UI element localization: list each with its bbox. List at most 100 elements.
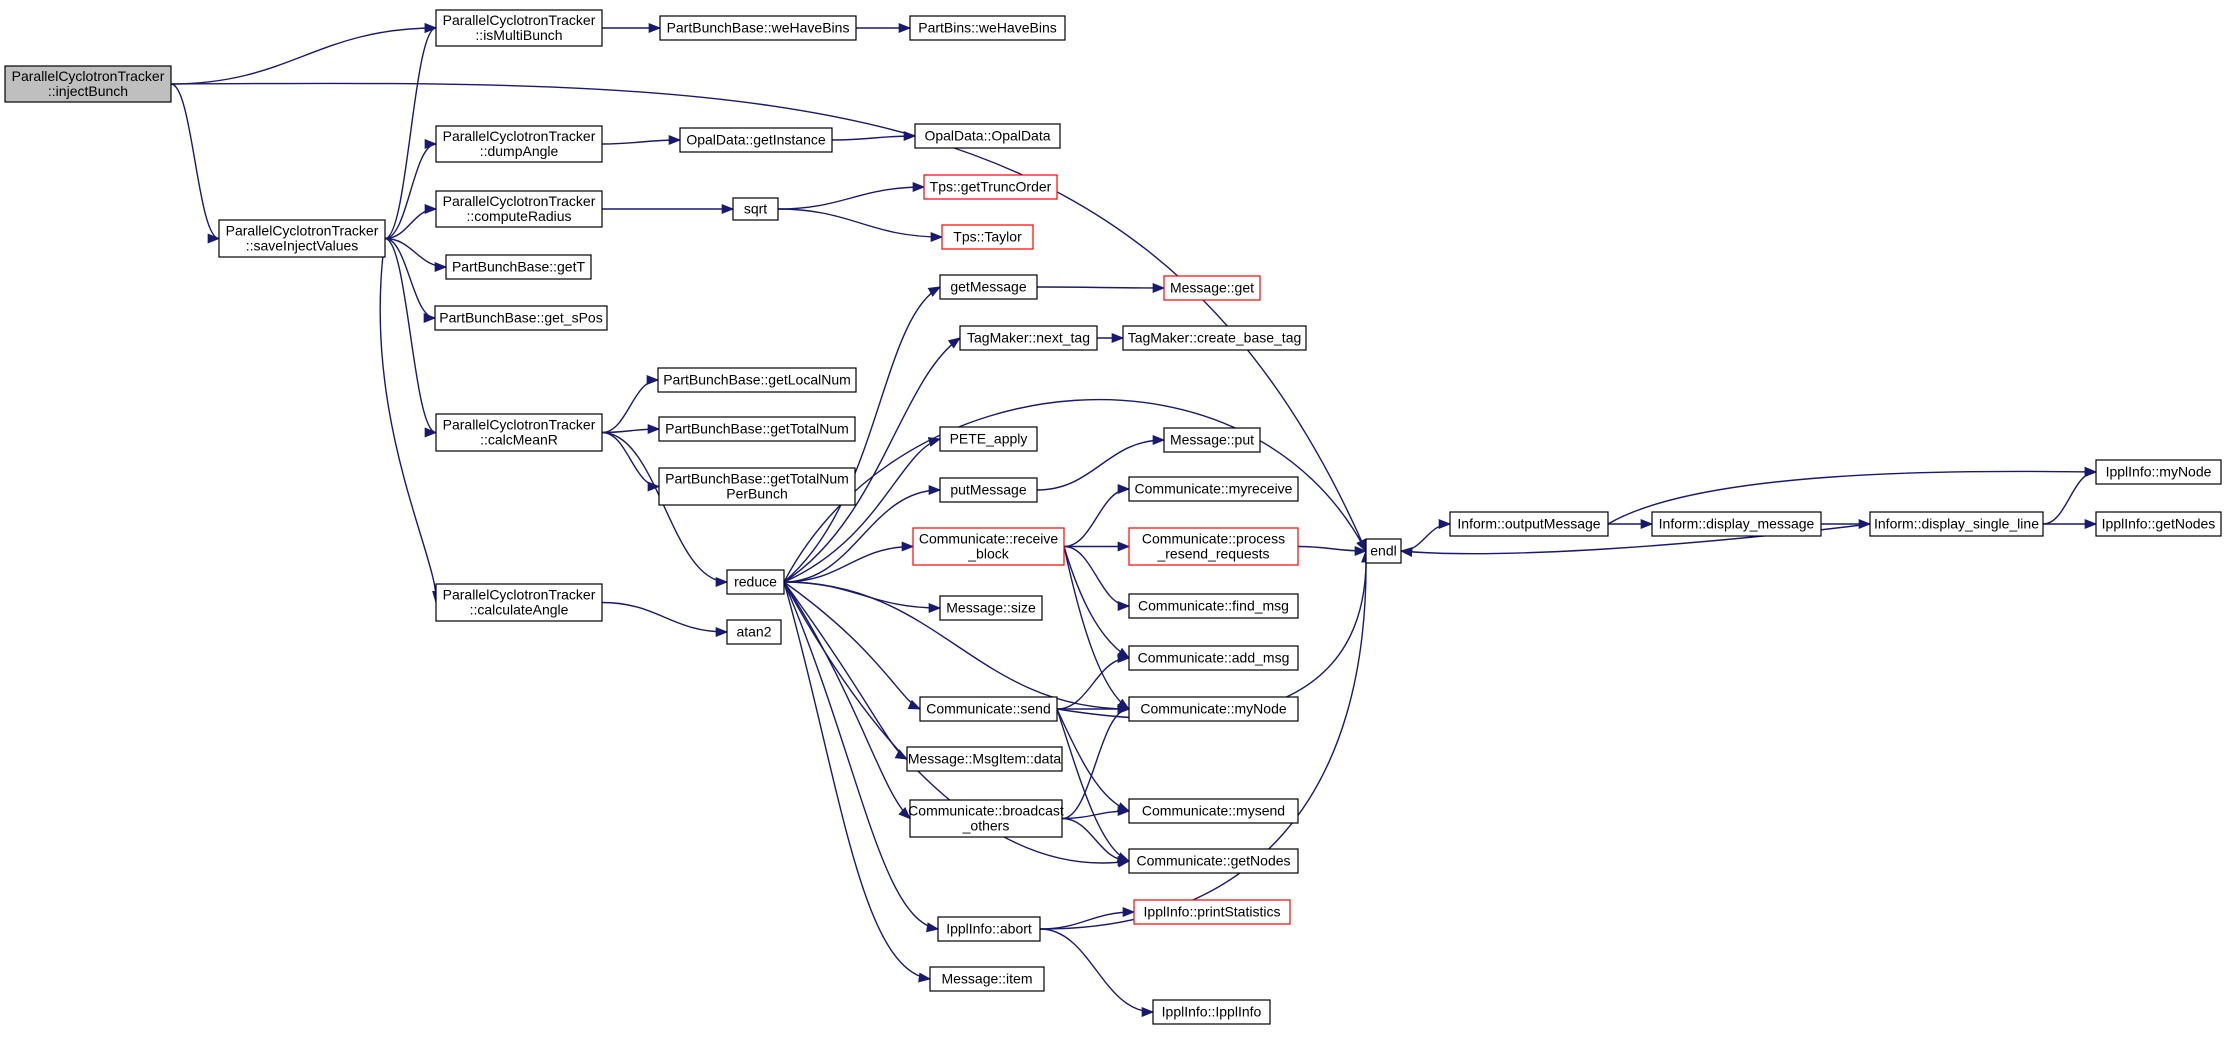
node-box [1133,899,1291,925]
node-box [1152,999,1271,1025]
node-label: Communicate::mysend [1142,803,1285,819]
call-edge-calcMeanR-to-getLocalNum [601,374,660,434]
call-edge-calcMeanR-to-getTotalNumPerBunch [601,431,661,492]
node-next_tag[interactable]: TagMaker::next_tag [959,325,1098,351]
node-MessageItem[interactable]: Message::item [929,966,1045,992]
call-edge-reduce-to-getMessage [783,286,942,583]
node-label: Communicate::send [926,701,1051,717]
node-endl[interactable]: endl [1365,538,1402,564]
node-saveInjectValues[interactable]: ParallelCyclotronTracker::saveInjectValu… [218,219,386,258]
node-isMultiBunch[interactable]: ParallelCyclotronTracker::isMultiBunch [435,9,603,47]
call-edge-saveInjectValues-to-calcMeanR [384,237,438,438]
node-MessageGet[interactable]: Message::get [1163,275,1261,301]
node-label: ParallelCyclotronTracker [443,12,596,28]
call-edge-reduce-to-next_tag [783,337,962,583]
node-box [914,123,1061,149]
node-label: Inform::outputMessage [1457,516,1600,532]
node-mysend[interactable]: Communicate::mysend [1128,798,1299,824]
node-weHaveBinsPB[interactable]: PartBins::weHaveBins [909,15,1066,41]
node-box [1449,511,1609,537]
call-edge-receive_block-to-add_msg [1063,546,1131,659]
node-receive_block[interactable]: Communicate::receive_block [912,527,1065,566]
call-edge-broadcast_others-to-mysend [1061,805,1131,820]
call-edge-saveInjectValues-to-isMultiBunch [384,23,438,240]
call-edge-receive_block-to-CommMyNode [1063,546,1131,710]
node-send[interactable]: Communicate::send [919,696,1058,722]
node-box [435,125,603,163]
node-label: PartBunchBase::weHaveBins [667,20,850,36]
node-OpalData[interactable]: OpalData::OpalData [914,123,1061,149]
node-putMessage[interactable]: putMessage [939,477,1038,503]
node-IpplMyNode[interactable]: IpplInfo::myNode [2095,459,2222,485]
node-dumpAngle[interactable]: ParallelCyclotronTracker::dumpAngle [435,125,603,163]
node-reduce[interactable]: reduce [726,569,785,595]
node-outputMessage[interactable]: Inform::outputMessage [1449,511,1609,537]
call-edge-reduce-to-send [783,581,922,710]
node-box [939,595,1043,621]
node-box [1122,325,1307,351]
node-label: endl [1370,543,1396,559]
node-label: PartBunchBase::getT [452,259,586,275]
node-calculateAngle[interactable]: ParallelCyclotronTracker::calculateAngle [435,583,603,622]
node-label: ParallelCyclotronTracker [226,223,379,239]
node-getTruncOrder[interactable]: Tps::getTruncOrder [923,174,1058,200]
node-box [1128,476,1299,502]
node-box [218,219,386,258]
node-getMessage[interactable]: getMessage [939,274,1038,300]
node-getTotalNum[interactable]: PartBunchBase::getTotalNum [658,416,856,442]
call-edge-calcMeanR-to-reduce [601,431,729,588]
node-MessagePut[interactable]: Message::put [1163,427,1261,453]
node-box [658,467,856,506]
node-printStatistics[interactable]: IpplInfo::printStatistics [1133,899,1291,925]
node-IpplGetNodes[interactable]: IpplInfo::getNodes [2095,511,2222,537]
node-IpplInfoCtor[interactable]: IpplInfo::IpplInfo [1152,999,1271,1025]
node-getInstance[interactable]: OpalData::getInstance [679,127,833,153]
node-create_base_tag[interactable]: TagMaker::create_base_tag [1122,325,1307,351]
node-getLocalNum[interactable]: PartBunchBase::getLocalNum [657,367,857,393]
call-edge-display_single_line-to-IpplMyNode [2042,466,2098,525]
node-box [919,696,1058,722]
node-calcMeanR[interactable]: ParallelCyclotronTracker::calcMeanR [435,413,603,452]
node-box [1128,527,1299,566]
call-edge-abort-to-IpplInfoCtor [1039,928,1155,1018]
node-get_sPos[interactable]: PartBunchBase::get_sPos [434,305,608,331]
node-box [2095,459,2222,485]
node-abort[interactable]: IpplInfo::abort [937,916,1041,942]
call-edge-injectBunch-to-saveInjectValues [170,83,221,244]
edge-layer [170,22,2098,1018]
node-atan2[interactable]: atan2 [726,619,782,645]
node-CommGetNodes[interactable]: Communicate::getNodes [1128,848,1299,874]
node-MsgItemData[interactable]: Message::MsgItem::data [906,746,1063,772]
node-display_single_line[interactable]: Inform::display_single_line [1869,511,2044,537]
node-myreceive[interactable]: Communicate::myreceive [1128,476,1299,502]
node-label: ::dumpAngle [480,143,559,159]
node-process_resend[interactable]: Communicate::process_resend_requests [1128,527,1299,566]
node-layer: ParallelCyclotronTracker::injectBunchPar… [4,9,2222,1025]
call-edge-reduce-to-broadcast_others [783,581,911,820]
node-display_message[interactable]: Inform::display_message [1651,511,1822,537]
node-add_msg[interactable]: Communicate::add_msg [1128,645,1299,671]
node-box [939,477,1038,503]
node-box [1163,427,1261,453]
node-find_msg[interactable]: Communicate::find_msg [1128,593,1299,619]
node-getT[interactable]: PartBunchBase::getT [445,254,592,280]
call-edge-broadcast_others-to-CommMyNode [1061,704,1131,820]
node-broadcast_others[interactable]: Communicate::broadcast_others [908,799,1064,838]
node-label: _block [967,546,1009,562]
node-weHaveBinsPBB[interactable]: PartBunchBase::weHaveBins [659,15,857,41]
node-MessageSize[interactable]: Message::size [939,595,1043,621]
node-PETE_apply[interactable]: PETE_apply [939,426,1038,452]
node-computeRadius[interactable]: ParallelCyclotronTracker::computeRadius [435,190,603,228]
node-injectBunch[interactable]: ParallelCyclotronTracker::injectBunch [4,65,172,103]
node-box [732,197,779,221]
call-edge-saveInjectValues-to-getT [384,237,448,273]
node-CommMyNode[interactable]: Communicate::myNode [1128,696,1299,722]
node-box [1128,593,1299,619]
node-label: Inform::display_message [1659,516,1815,532]
node-box [434,305,608,331]
node-label: OpalData::OpalData [924,128,1050,144]
node-Taylor[interactable]: Tps::Taylor [941,224,1034,250]
node-sqrt[interactable]: sqrt [732,197,779,221]
